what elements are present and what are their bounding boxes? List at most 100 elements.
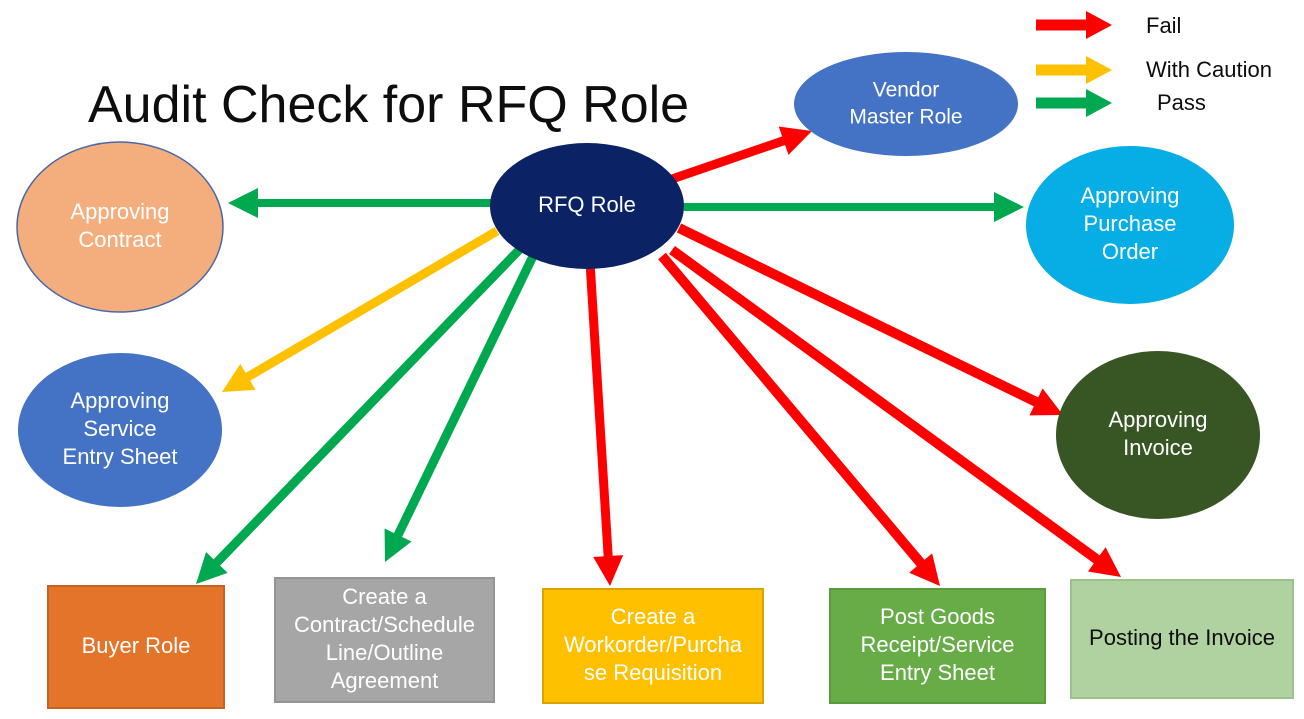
legend-arrow-shaft — [1036, 97, 1089, 109]
edge-rfq-to-buyer-role — [196, 245, 524, 584]
node-shape — [47, 585, 225, 709]
node-label-line: Invoice — [1123, 435, 1193, 460]
edge-rfq-to-approving-contract — [228, 188, 492, 218]
node-label-line: Receipt/Service — [860, 632, 1014, 657]
legend-arrow-shaft — [1036, 19, 1089, 31]
node-label-line: Create a — [342, 584, 427, 609]
node-label-line: Approving — [70, 388, 169, 413]
node-create-workorder-purchase-requisition[interactable]: Create a Workorder/Purcha se Requisition — [542, 588, 764, 704]
arrow-right-icon — [1036, 89, 1112, 117]
node-shape — [829, 588, 1046, 704]
node-shape — [274, 577, 495, 703]
edge-line — [585, 261, 613, 561]
node-label-line: Post Goods — [880, 604, 995, 629]
node-label-line: Contract — [78, 227, 161, 252]
legend-label: With Caution — [1146, 57, 1272, 82]
node-label-line: Vendor — [873, 78, 940, 101]
node-label: RFQ Role — [538, 192, 636, 217]
edge-rfq-to-approving-service-entry-sheet — [222, 227, 500, 392]
node-label-line: Order — [1102, 239, 1158, 264]
edge-line — [392, 250, 540, 541]
arrowhead-icon — [222, 363, 256, 392]
edge-rfq-to-posting-the-invoice — [669, 245, 1121, 577]
node-label-line: Approving — [70, 199, 169, 224]
arrowhead-icon — [1087, 547, 1121, 577]
edge-rfq-to-vendor-master-role — [670, 126, 812, 184]
arrowhead-icon — [1029, 388, 1063, 416]
node-posting-the-invoice[interactable]: Posting the Invoice — [1070, 579, 1294, 699]
node-label: Create a Workorder/Purcha se Requisition — [564, 604, 743, 685]
node-label-line: Entry Sheet — [63, 444, 178, 469]
edge-rfq-to-post-goods-receipt — [658, 252, 940, 586]
arrow-right-icon — [1036, 56, 1112, 84]
node-label-line: Approving — [1080, 183, 1179, 208]
node-label-line: Agreement — [331, 668, 439, 693]
legend-arrow-head — [1086, 56, 1112, 84]
node-label-line: Entry Sheet — [880, 660, 995, 685]
node-label-line: Create a — [611, 604, 696, 629]
legend-label: Fail — [1146, 13, 1181, 38]
node-label: Posting the Invoice — [1089, 625, 1275, 650]
edge-rfq-to-approving-purchase-order — [684, 192, 1024, 222]
node-shape — [16, 141, 224, 313]
node-shape — [490, 143, 684, 269]
legend-arrow-head — [1086, 11, 1112, 39]
arrowhead-icon — [778, 126, 812, 155]
node-label: Buyer Role — [82, 633, 191, 658]
legend-item-with-caution: With Caution — [1036, 56, 1272, 84]
page-title: Audit Check for RFQ Role — [88, 76, 689, 134]
node-label-line: Posting the Invoice — [1089, 625, 1275, 650]
legend-arrow-shaft — [1036, 64, 1089, 76]
node-shape — [1056, 351, 1260, 519]
node-shape — [542, 588, 764, 704]
node-shape — [18, 353, 222, 507]
legend: Fail With Caution Pass — [1036, 11, 1272, 117]
legend-item-pass: Pass — [1036, 89, 1206, 117]
node-buyer-role[interactable]: Buyer Role — [47, 585, 225, 709]
edge-line — [676, 223, 1042, 409]
node-label-line: Contract/Schedule — [294, 612, 475, 637]
arrowhead-icon — [994, 192, 1024, 222]
node-label-line: Master Role — [849, 105, 962, 128]
edges-layer — [196, 126, 1121, 586]
arrowhead-icon — [228, 188, 258, 218]
edge-line — [242, 227, 500, 383]
node-label-line: Purchase — [1084, 211, 1177, 236]
legend-item-fail: Fail — [1036, 11, 1181, 39]
node-label-line: RFQ Role — [538, 192, 636, 217]
arrowhead-icon — [196, 552, 228, 584]
node-rfq-role[interactable]: RFQ Role — [490, 143, 684, 269]
node-shape — [794, 52, 1018, 156]
edge-rfq-to-create-contract — [384, 250, 540, 562]
node-label-line: se Requisition — [584, 660, 722, 685]
node-shape — [1026, 146, 1234, 304]
edge-rfq-to-approving-invoice — [676, 223, 1063, 416]
node-label-line: Service — [83, 416, 156, 441]
arrowhead-icon — [593, 555, 624, 586]
arrowhead-icon — [909, 553, 940, 586]
node-label-line: Approving — [1108, 407, 1207, 432]
node-label-line: Line/Outline — [326, 640, 443, 665]
node-label-line: Workorder/Purcha — [564, 632, 743, 657]
legend-arrow-head — [1086, 89, 1112, 117]
legend-label: Pass — [1157, 90, 1206, 115]
edge-line — [210, 245, 524, 569]
arrow-right-icon — [1036, 11, 1112, 39]
node-label-line: Buyer Role — [82, 633, 191, 658]
